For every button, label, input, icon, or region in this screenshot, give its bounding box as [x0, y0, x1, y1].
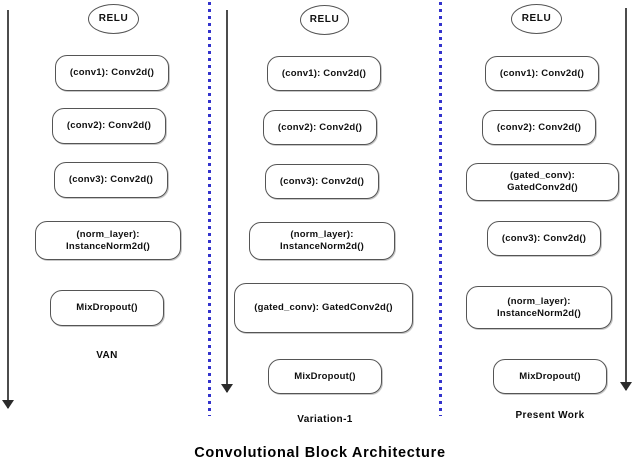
column-caption-text: VAN	[96, 350, 118, 361]
node-van-relu[interactable]: RELU	[88, 4, 139, 34]
arrow-shaft	[7, 10, 9, 408]
node-label: (conv2): Conv2d()	[496, 121, 582, 133]
node-label: (conv3): Conv2d()	[501, 232, 587, 244]
column-divider-1	[208, 2, 211, 416]
node-label: (norm_layer): InstanceNorm2d()	[66, 228, 150, 252]
node-variation-1-conv3[interactable]: (conv3): Conv2d()	[265, 164, 379, 199]
node-label: (conv1): Conv2d()	[281, 67, 367, 79]
node-present-work-conv1[interactable]: (conv1): Conv2d()	[485, 56, 599, 91]
node-label: (norm_layer): InstanceNorm2d()	[280, 229, 364, 252]
node-label: RELU	[521, 12, 552, 24]
node-label: (conv3): Conv2d()	[279, 175, 365, 187]
node-label: (norm_layer): InstanceNorm2d()	[497, 295, 581, 319]
node-label: (gated_conv): GatedConv2d()	[254, 302, 393, 314]
node-van-conv2[interactable]: (conv2): Conv2d()	[52, 108, 166, 144]
figure-caption-text: Convolutional Block Architecture	[194, 445, 446, 461]
node-label: RELU	[98, 12, 129, 24]
node-present-work-norm-layer[interactable]: (norm_layer): InstanceNorm2d()	[466, 286, 612, 329]
node-variation-1-norm-layer[interactable]: (norm_layer): InstanceNorm2d()	[249, 222, 395, 260]
column-caption-text: Variation-1	[297, 414, 353, 425]
node-label: (conv2): Conv2d()	[277, 121, 363, 133]
node-label: (conv1): Conv2d()	[499, 67, 585, 79]
node-present-work-conv3[interactable]: (conv3): Conv2d()	[487, 221, 601, 256]
arrow-shaft	[226, 10, 228, 392]
arrow-head-icon	[221, 384, 233, 393]
node-label: MixDropout()	[76, 302, 138, 314]
arrow-head-icon	[620, 382, 632, 391]
column-divider-2	[439, 2, 442, 416]
arrow-head-icon	[2, 400, 14, 409]
node-label: (conv2): Conv2d()	[66, 120, 152, 132]
node-present-work-conv2[interactable]: (conv2): Conv2d()	[482, 110, 596, 145]
node-variation-1-relu[interactable]: RELU	[300, 5, 349, 35]
node-variation-1-conv2[interactable]: (conv2): Conv2d()	[263, 110, 377, 145]
node-van-conv3[interactable]: (conv3): Conv2d()	[54, 162, 168, 198]
node-variation-1-conv1[interactable]: (conv1): Conv2d()	[267, 56, 381, 91]
node-label: (conv3): Conv2d()	[68, 174, 154, 186]
flow-arrow-present-work	[620, 8, 632, 391]
node-label: RELU	[309, 13, 340, 25]
column-caption-text: Present Work	[515, 410, 585, 421]
arrow-shaft	[625, 8, 627, 390]
column-caption-variation-1: Variation-1	[265, 414, 385, 425]
node-variation-1-gated-conv[interactable]: (gated_conv): GatedConv2d()	[234, 283, 413, 333]
node-van-mixdropout[interactable]: MixDropout()	[50, 290, 164, 326]
node-label: (conv1): Conv2d()	[69, 67, 155, 79]
flow-arrow-variation-1	[221, 10, 233, 393]
node-label: (gated_conv): GatedConv2d()	[507, 170, 578, 193]
node-label: MixDropout()	[294, 370, 356, 382]
node-van-norm-layer[interactable]: (norm_layer): InstanceNorm2d()	[35, 221, 181, 260]
node-van-conv1[interactable]: (conv1): Conv2d()	[55, 55, 169, 91]
figure-caption: Convolutional Block Architecture	[0, 445, 640, 461]
flow-arrow-van	[2, 10, 14, 409]
column-caption-van: VAN	[47, 350, 167, 361]
node-variation-1-mixdropout[interactable]: MixDropout()	[268, 359, 382, 394]
column-caption-present-work: Present Work	[490, 410, 610, 421]
node-present-work-mixdropout[interactable]: MixDropout()	[493, 359, 607, 394]
node-present-work-gated-conv[interactable]: (gated_conv): GatedConv2d()	[466, 163, 619, 201]
node-label: MixDropout()	[519, 370, 581, 382]
node-present-work-relu[interactable]: RELU	[511, 4, 562, 34]
